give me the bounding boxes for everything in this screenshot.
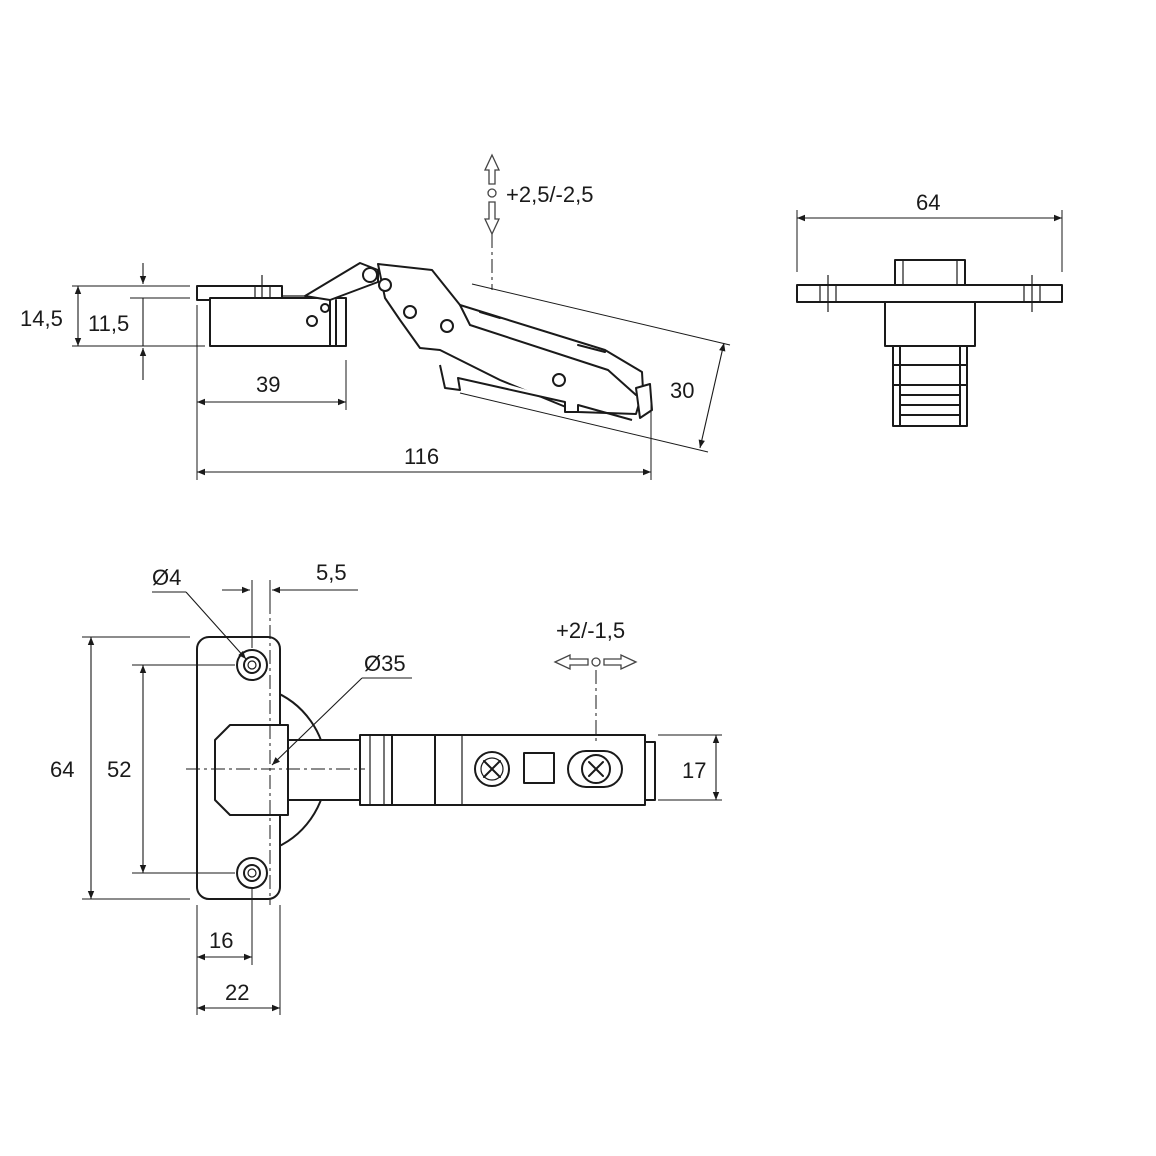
side-arm-clip <box>439 364 633 421</box>
double-arrow-vertical-icon <box>483 153 501 290</box>
top-arm-joint <box>359 734 393 806</box>
double-arrow-horizontal-icon <box>553 653 638 745</box>
top-plate-block <box>214 724 289 816</box>
top-square-hole <box>523 752 555 784</box>
side-view: +2,5/-2,5 14,5 11,5 39 116 30 <box>20 153 731 480</box>
end-cup-body <box>884 301 976 347</box>
side-arm-ridge <box>459 304 637 396</box>
dim-line-arm-height <box>698 342 726 449</box>
side-arm-rivet-2 <box>403 305 417 319</box>
side-arm-rivet-4 <box>552 373 566 387</box>
leader-cup-diameter <box>271 677 363 766</box>
dim-plate-width: 64 <box>916 190 940 215</box>
end-block-top <box>894 259 966 286</box>
top-arm-neck <box>287 739 361 801</box>
dim-plate-height: 64 <box>50 757 74 782</box>
cam-screw-icon <box>567 750 623 788</box>
end-mounting-plate <box>796 284 1063 303</box>
side-cup-edge <box>329 297 337 347</box>
side-link-pivot <box>362 267 378 283</box>
side-arm-rivet-1 <box>378 278 392 292</box>
dim-cup-diameter: Ø35 <box>364 651 406 676</box>
dim-hole-offset: 5,5 <box>316 560 347 585</box>
dim-arm-height: 30 <box>670 378 694 403</box>
dim-plate-depth: 22 <box>225 980 249 1005</box>
leader-hole-diameter <box>185 591 247 660</box>
side-arm-rivet-3 <box>440 319 454 333</box>
phillips-screw-icon <box>474 751 510 787</box>
end-view: 64 <box>796 190 1063 427</box>
dim-cup-length: 39 <box>256 372 280 397</box>
side-upper-link <box>304 262 379 301</box>
top-arm-section <box>391 734 436 806</box>
dim-total-length: 116 <box>404 444 439 469</box>
side-cup-pin-2 <box>320 303 330 313</box>
dim-hole-diameter: Ø4 <box>152 565 181 590</box>
side-cup-pin <box>306 315 318 327</box>
top-arm-end <box>644 741 656 801</box>
dim-height-inner: 11,5 <box>88 311 129 336</box>
dim-hole-to-edge: 16 <box>209 928 233 953</box>
end-arm-layers <box>892 364 968 416</box>
dim-height-outer: 14,5 <box>20 306 63 331</box>
side-arm-tip <box>635 383 653 419</box>
side-arm-tabs <box>479 311 606 353</box>
dim-arm-width: 17 <box>682 758 706 783</box>
dim-adjust-horizontal: +2/-1,5 <box>556 618 625 643</box>
dim-adjust-vertical: +2,5/-2,5 <box>506 182 593 207</box>
dim-hole-spacing: 52 <box>107 757 131 782</box>
top-hole-lower <box>236 857 268 889</box>
top-view: +2/-1,5 Ø4 5,5 Ø35 64 52 17 16 <box>50 560 722 1015</box>
